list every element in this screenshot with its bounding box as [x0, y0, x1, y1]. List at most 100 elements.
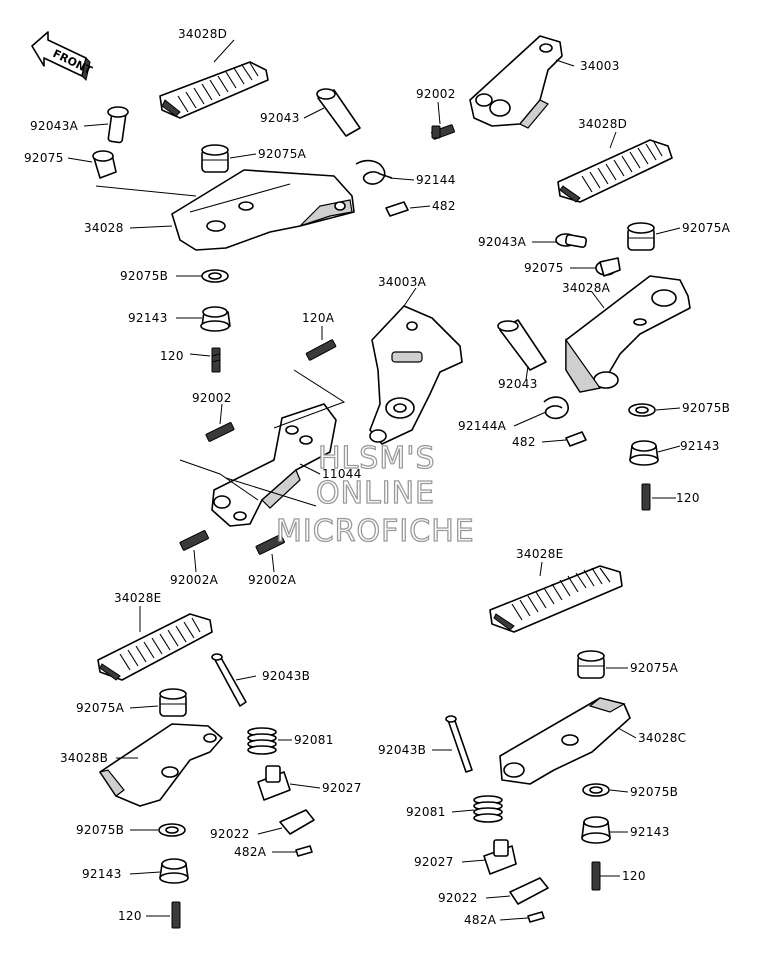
nut-92143-lower-left: [159, 858, 189, 884]
footpeg-bracket-34028b: [99, 723, 223, 807]
part-label: 92043A: [478, 235, 527, 249]
clip-482-center: [565, 431, 587, 447]
front-arrow-icon: FRONT: [31, 31, 95, 81]
part-label: 92043: [260, 111, 300, 125]
part-label: 92081: [406, 805, 446, 819]
part-label: 92043A: [30, 119, 79, 133]
holder-34003: [469, 35, 563, 129]
part-label: 92002: [416, 87, 456, 101]
part-label: 92075: [24, 151, 64, 165]
part-label: 92002A: [170, 573, 219, 587]
pin-92043-center: [497, 319, 547, 371]
bolt-120-right: [641, 483, 651, 511]
part-label: 120: [622, 869, 646, 883]
part-label: 34028E: [516, 547, 564, 561]
washer-92075b-lower-left: [158, 823, 186, 837]
bolt-120-lower-right: [591, 861, 601, 891]
pin-92043a-upper-left: [107, 106, 129, 144]
part-label: 92143: [128, 311, 168, 325]
part-label: 92143: [82, 867, 122, 881]
footpeg-rubber-34028d-upper-left: [159, 61, 269, 119]
spring-92081-right: [473, 795, 503, 823]
part-label: 120: [676, 491, 700, 505]
part-label: 120A: [302, 311, 335, 325]
plate-92022-right: [509, 877, 549, 905]
holder-34003a: [369, 305, 463, 445]
bolt-120-lower-left: [171, 901, 181, 929]
footpeg-rubber-34028e-lower-left: [97, 613, 213, 681]
assembly-guide-lines: [95, 185, 346, 507]
pin-92043a-right: [555, 233, 588, 248]
part-label: 92002: [192, 391, 232, 405]
part-label: 92144: [416, 173, 456, 187]
part-label: 92075A: [76, 701, 125, 715]
watermark: HLSM'S ONLINE MICROFICHE: [275, 440, 475, 549]
part-label: 92043B: [262, 669, 310, 683]
bolt-92002a-left: [179, 530, 209, 551]
clip-482-upper: [385, 201, 409, 217]
nut-92143-right: [629, 440, 659, 466]
part-label: 34028D: [578, 117, 627, 131]
bolt-92002a-right: [255, 534, 285, 555]
pin-92043b-right: [445, 715, 473, 773]
watermark-line-1: HLSM'S: [318, 441, 436, 476]
part-label: 92075A: [630, 661, 679, 675]
footpeg-bracket-34028: [171, 169, 355, 251]
pin-92043b-left: [211, 653, 247, 707]
washer-92075b-right: [628, 403, 656, 417]
part-label: 34028D: [178, 27, 227, 41]
part-label: 482A: [234, 845, 267, 859]
part-label: 92022: [438, 891, 478, 905]
part-label: 482A: [464, 913, 497, 927]
part-label: 34028E: [114, 591, 162, 605]
bolt-120a: [305, 339, 337, 361]
footpeg-bracket-34028a: [565, 275, 691, 393]
part-label: 92027: [414, 855, 454, 869]
part-label: 34028C: [638, 731, 686, 745]
washer-92075b-upper-left: [201, 269, 229, 283]
part-label: 92022: [210, 827, 250, 841]
part-label: 34028A: [562, 281, 611, 295]
watermark-line-3: MICROFICHE: [276, 514, 475, 549]
nut-92143-upper-left: [200, 306, 231, 332]
collar-92075-upper-left: [92, 150, 117, 179]
part-label: 120: [160, 349, 184, 363]
damper-92075a-upper-left: [201, 144, 229, 173]
bolt-92002-center: [205, 422, 235, 442]
clip-482a-right: [527, 911, 545, 923]
footpeg-bracket-34028c: [499, 697, 631, 785]
plunger-92027-right: [483, 839, 517, 875]
bolt-92002-upper: [431, 124, 455, 140]
pin-92043-upper: [316, 88, 361, 137]
damper-92075a-lower-right: [577, 650, 605, 679]
part-label: 34003: [580, 59, 620, 73]
part-label: 92075B: [76, 823, 124, 837]
damper-92075a-upper-right: [627, 222, 655, 251]
part-label: 34028B: [60, 751, 108, 765]
part-label: 92075A: [258, 147, 307, 161]
part-label: 92075B: [682, 401, 730, 415]
part-label: 34003A: [378, 275, 427, 289]
part-label: 92144A: [458, 419, 507, 433]
part-label: 92043B: [378, 743, 426, 757]
plunger-92027-left: [257, 765, 291, 801]
part-label: 92075A: [682, 221, 731, 235]
part-label: 92081: [294, 733, 334, 747]
footpeg-rubber-34028e-lower-right: [489, 565, 623, 633]
footpeg-rubber-34028d-upper-right: [557, 139, 673, 203]
bolt-120-upper-left: [211, 347, 221, 373]
part-label: 92075B: [630, 785, 678, 799]
part-label: 482: [512, 435, 536, 449]
clip-482a-left: [295, 845, 313, 857]
part-label: 92143: [680, 439, 720, 453]
spring-92144a: [543, 396, 569, 420]
spring-92144: [355, 159, 393, 185]
watermark-line-2: ONLINE: [316, 476, 435, 511]
part-label: 92143: [630, 825, 670, 839]
spring-92081-left: [247, 727, 277, 755]
part-label: 11044: [322, 467, 362, 481]
leader-lines: [67, 39, 681, 921]
washer-92075b-lower-right: [582, 783, 610, 797]
part-label: 92075: [524, 261, 564, 275]
